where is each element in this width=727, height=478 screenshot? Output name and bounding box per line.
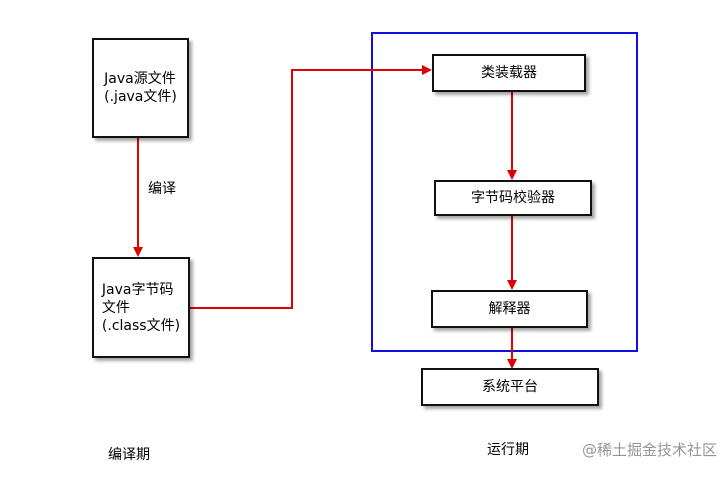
- node-bytecode-line-1: Java字节码: [101, 281, 174, 298]
- node-java-source-line-2: (.java文件): [104, 89, 177, 105]
- node-verifier-label: 字节码校验器: [471, 190, 555, 206]
- phase-label-runtime: 运行期: [487, 442, 529, 458]
- node-class-loader-label: 类装载器: [481, 65, 537, 81]
- node-platform: 系统平台: [421, 368, 599, 406]
- node-bytecode-line-2: 文件: [101, 299, 130, 316]
- watermark: @稀土掘金技术社区: [581, 441, 717, 459]
- edge-label-compile: 编译: [148, 181, 176, 197]
- phase-label-compile: 编译期: [108, 447, 150, 463]
- node-verifier: 字节码校验器: [434, 180, 592, 216]
- node-interpreter-label: 解释器: [488, 301, 531, 317]
- runtime-frame: [371, 32, 638, 352]
- node-class-loader: 类装载器: [432, 54, 586, 92]
- node-interpreter: 解释器: [431, 290, 588, 328]
- node-bytecode: Java字节码 文件 (.class文件): [92, 257, 190, 358]
- node-platform-label: 系统平台: [482, 379, 538, 395]
- node-bytecode-line-3: (.class文件): [101, 317, 181, 334]
- edge-bytecode-to-class-loader: [190, 65, 432, 309]
- node-java-source: Java源文件 (.java文件): [92, 38, 189, 138]
- node-java-source-line-1: Java源文件: [104, 71, 176, 87]
